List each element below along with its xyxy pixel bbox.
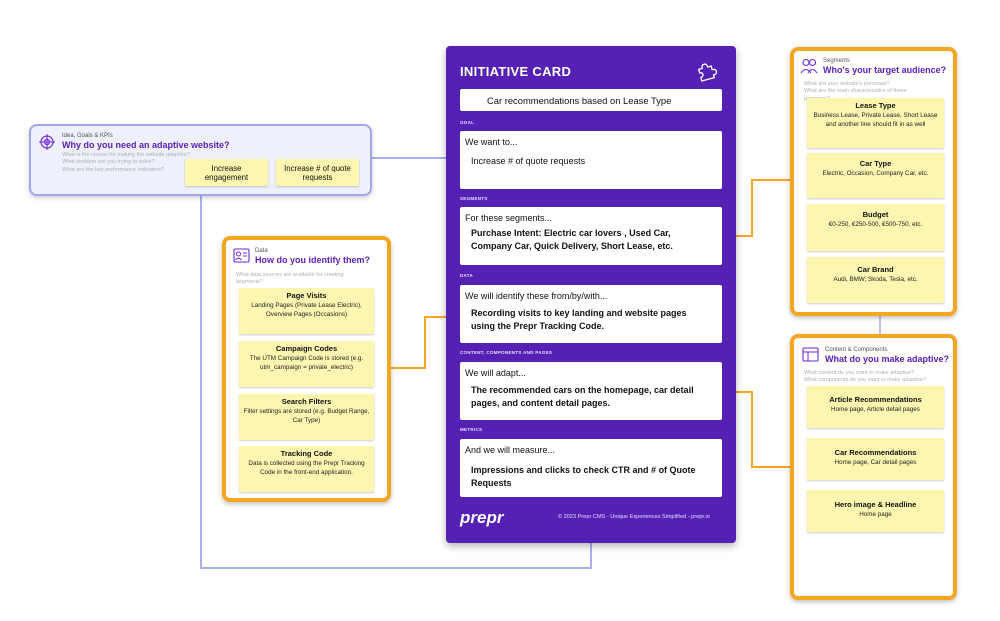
sticky-body: Home page, Car detail pages (834, 459, 917, 466)
content-text: The recommended cars on the homepage, ca… (471, 385, 694, 409)
data-subtext: What data sources are available for crea… (236, 272, 344, 278)
sticky-body: Landing Pages (Private Lease Electric), … (251, 302, 362, 318)
segments-subtext: What are the main characteristics of the… (804, 88, 907, 95)
sticky-body: Audi, BMW, Skoda, Tesla, etc. (833, 276, 918, 283)
sticky-body: Electric, Occasion, Company Car, etc. (822, 170, 929, 177)
sticky-note: Campaign Codes The UTM Campaign Code is … (239, 341, 374, 387)
goal-text: Increase # of quote requests (471, 156, 586, 166)
data-category: Data (255, 248, 268, 254)
data-question: How do you identify them? (255, 255, 370, 265)
sticky-title: Search Filters (281, 397, 332, 406)
metrics-label: METRICS (460, 427, 483, 432)
sticky-note: Car Recommendations Home page, Car detai… (807, 438, 944, 480)
goals-subtext: What problem are you trying to solve? (62, 159, 155, 166)
sticky-title: Car Recommendations (834, 448, 917, 457)
title-box: Car recommendations based on Lease Type (460, 89, 722, 111)
sticky-note: Hero image & Headline Home page (807, 490, 944, 532)
content-label: CONTENT, COMPONENTS AND PAGES (460, 350, 553, 355)
sticky-note: Budget €0-250, €250-500, €500-750, etc. (807, 204, 944, 251)
sticky-note: Increase engagement (185, 159, 268, 186)
data-box: We will identify these from/by/with... R… (460, 285, 722, 343)
data-text: Recording visits to key landing and webs… (471, 308, 687, 332)
goals-subtext: What is the reason for making the websit… (62, 152, 190, 158)
data-label: DATA (460, 273, 474, 278)
sticky-body: €0-250, €250-500, €500-750, etc. (828, 221, 923, 228)
sticky-body: Business Lease, Private Lease, Short Lea… (813, 112, 938, 128)
sticky-body: Filter settings are stored (e.g. Budget … (243, 408, 370, 424)
content-box: We will adapt... The recommended cars on… (460, 362, 722, 420)
metrics-lead: And we will measure... (465, 445, 556, 455)
content-subtext: What components do you want to make adap… (804, 377, 926, 384)
data-panel: Data How do you identify them? What data… (222, 236, 391, 502)
people-icon (800, 58, 818, 74)
sticky-body: Home page (859, 511, 892, 518)
sticky-body: Home page, Article detail pages (831, 406, 920, 413)
metrics-text: Impressions and clicks to check CTR and … (471, 465, 696, 489)
sticky-title: Article Recommendations (829, 395, 922, 404)
goal-lead: We want to... (465, 137, 518, 147)
goal-box: We want to... Increase # of quote reques… (460, 131, 722, 189)
content-question: What do you make adaptive? (825, 354, 950, 364)
segments-box: For these segments... Purchase Intent: E… (460, 207, 722, 265)
goals-panel: Idea, Goals & KPIs Why do you need an ad… (29, 124, 372, 196)
card-footer: © 2023 Prepr CMS - Unique Experiences Si… (558, 514, 710, 520)
segments-text: Purchase Intent: Electric car lovers , U… (471, 228, 673, 252)
initiative-card: INITIATIVE CARD TITLE Car recommendation… (446, 46, 736, 543)
content-category: Content & Components (825, 347, 888, 353)
content-lead: We will adapt... (465, 368, 526, 378)
segments-category: Segments (823, 58, 851, 64)
id-card-icon (233, 248, 250, 263)
sticky-title: Increase engagement (204, 164, 249, 182)
goals-category: Idea, Goals & KPIs (62, 133, 113, 139)
sticky-title: Tracking Code (280, 449, 333, 458)
sticky-title: Page Visits (286, 291, 327, 300)
sticky-note: Tracking Code Data is collected using th… (239, 446, 374, 492)
target-icon (39, 134, 55, 150)
data-subtext: segments? (236, 279, 263, 286)
sticky-body: The UTM Campaign Code is stored (e.g. ut… (249, 355, 364, 371)
sticky-note: Lease Type Business Lease, Private Lease… (807, 98, 944, 148)
goals-question: Why do you need an adaptive website? (62, 140, 230, 150)
data-lead: We will identify these from/by/with... (465, 291, 608, 301)
sticky-title: Hero image & Headline (834, 500, 917, 509)
sticky-title: Car Brand (857, 265, 894, 274)
sticky-note: Search Filters Filter settings are store… (239, 394, 374, 440)
puzzle-icon (697, 63, 718, 82)
sticky-title: Campaign Codes (275, 344, 338, 353)
title-value: Car recommendations based on Lease Type (487, 95, 672, 106)
layout-icon (802, 347, 819, 362)
segments-lead: For these segments... (465, 213, 553, 223)
segments-question: Who's your target audience? (823, 65, 947, 75)
sticky-title: Car Type (859, 159, 892, 168)
sticky-note: Article Recommendations Home page, Artic… (807, 386, 944, 428)
sticky-note: Car Type Electric, Occasion, Company Car… (807, 153, 944, 198)
metrics-box: And we will measure... Impressions and c… (460, 439, 722, 497)
goals-subtext: What are the key performance indicators? (62, 166, 165, 173)
card-title: INITIATIVE CARD (460, 64, 572, 79)
sticky-body: Data is collected using the Prepr Tracki… (248, 460, 365, 476)
goal-label: GOAL (460, 120, 475, 125)
sticky-title: Budget (862, 210, 889, 219)
prepr-logo: prepr (460, 508, 504, 527)
segments-label: SEGMENTS (460, 196, 488, 201)
sticky-note: Increase # of quote requests (276, 159, 359, 186)
sticky-title: Lease Type (855, 101, 896, 110)
segments-subtext: What are your website's personas? (804, 81, 890, 87)
content-panel: Content & Components What do you make ad… (790, 334, 957, 600)
segments-panel: Segments Who's your target audience? Wha… (790, 47, 957, 316)
sticky-title: Increase # of quote requests (284, 164, 351, 182)
sticky-note: Car Brand Audi, BMW, Skoda, Tesla, etc. (807, 257, 944, 303)
content-subtext: What content do you want to make adaptiv… (804, 370, 915, 376)
sticky-note: Page Visits Landing Pages (Private Lease… (239, 288, 374, 334)
